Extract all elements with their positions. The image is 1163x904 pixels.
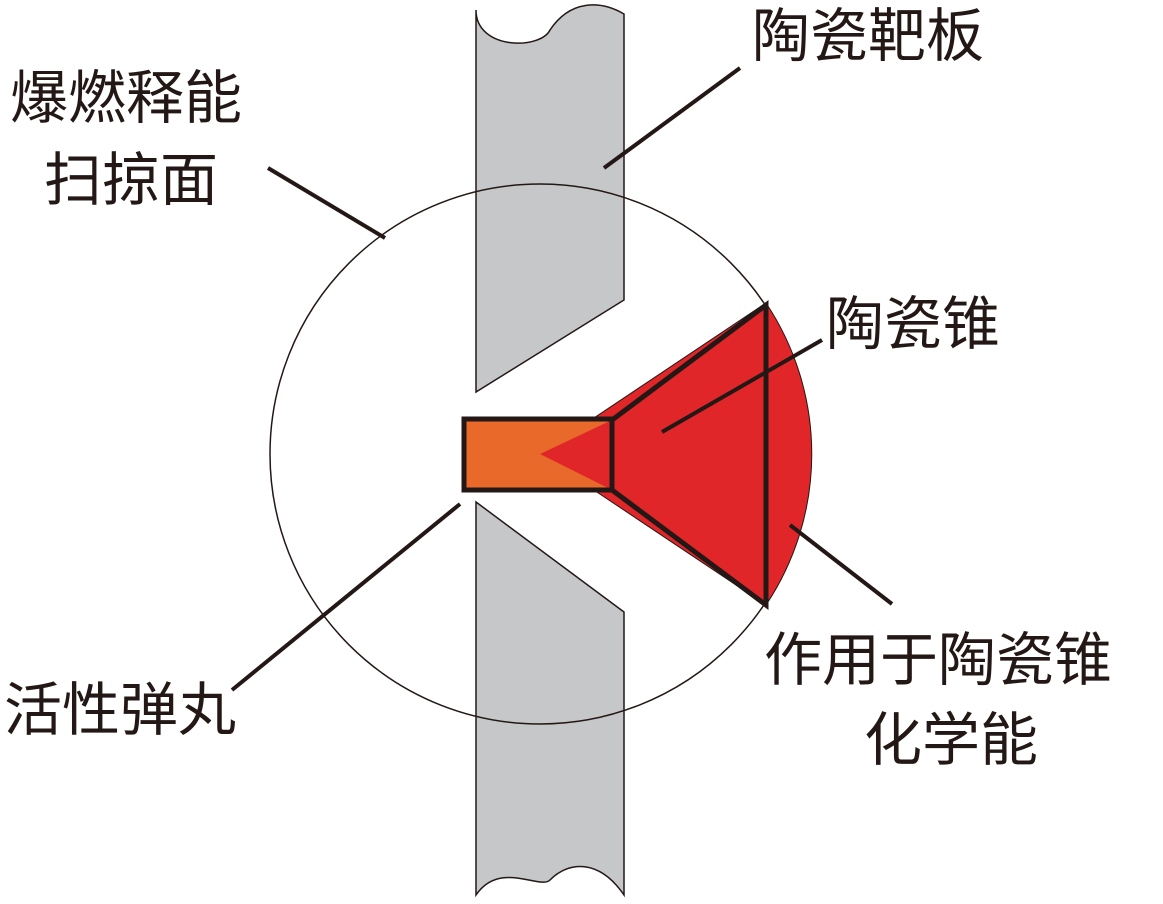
leader-line-projectile (230, 502, 462, 692)
leader-line-target (602, 66, 742, 170)
leader-line-chem-energy (788, 523, 894, 606)
label-deflagration-line1: 爆燃释能 (10, 64, 242, 132)
label-ceramic-target: 陶瓷靶板 (752, 2, 984, 70)
label-deflagration-line2: 扫掠面 (44, 146, 218, 214)
projectile-cone-tip (540, 420, 612, 490)
ceramic-cone (609, 300, 769, 610)
leader-line-cone (661, 338, 823, 434)
active-projectile-outline (461, 416, 615, 493)
label-ceramic-cone: 陶瓷锥 (826, 290, 1000, 358)
label-chem-energy-line1: 作用于陶瓷锥 (764, 626, 1112, 694)
label-active-projectile: 活性弹丸 (4, 676, 236, 744)
label-chem-energy-line2: 化学能 (864, 706, 1038, 774)
ceramic-target-plate (475, 4, 625, 898)
leader-line-deflagration (266, 166, 387, 240)
